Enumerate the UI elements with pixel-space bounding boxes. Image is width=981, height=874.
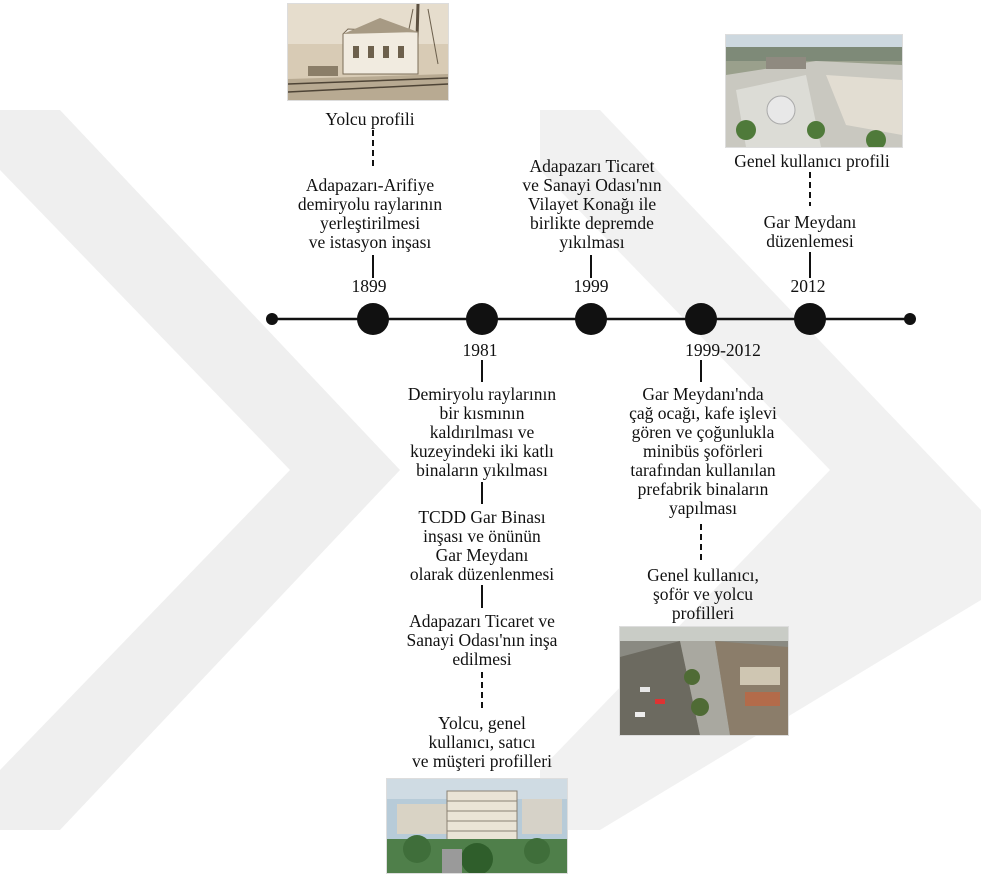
timeline-end-dot [904,313,916,325]
event-description: Gar Meydanı'nda çağ ocağı, kafe işlevi g… [629,384,777,518]
square-aerial-photo [619,626,789,736]
year-label-1899: 1899 [351,276,387,296]
plaza-aerial-photo [725,34,903,148]
profile-label: Yolcu, genel kullanıcı, satıcı ve müşter… [412,713,552,771]
event-description: Adapazarı Ticaret ve Sanayi Odası'nın in… [406,611,558,669]
node-2012 [794,303,826,335]
event-description: Gar Meydanı düzenlemesi [763,212,857,251]
event-description: TCDD Gar Binası inşası ve önünün Gar Mey… [409,507,555,584]
event-description: Demiryolu raylarının bir kısmının kaldır… [407,384,557,480]
chamber-building-photo [386,778,568,874]
node-1981 [466,303,498,335]
year-label-2012: 2012 [790,276,826,296]
year-label-1981: 1981 [462,340,498,360]
profile-label: Genel kullanıcı profili [734,151,890,171]
profile-label: Yolcu profili [325,109,415,129]
historic-station-photo [287,3,449,101]
timeline-start-dot [266,313,278,325]
event-description: Adapazarı-Arifiye demiryolu raylarının y… [297,175,443,252]
event-description: Adapazarı Ticaret ve Sanayi Odası'nın Vi… [522,156,662,252]
year-label-1999-2012: 1999-2012 [685,340,761,360]
node-1999-2012 [685,303,717,335]
node-1899 [357,303,389,335]
year-label-1999: 1999 [573,276,609,296]
profile-label: Genel kullanıcı, şoför ve yolcu profille… [647,565,759,623]
node-1999 [575,303,607,335]
